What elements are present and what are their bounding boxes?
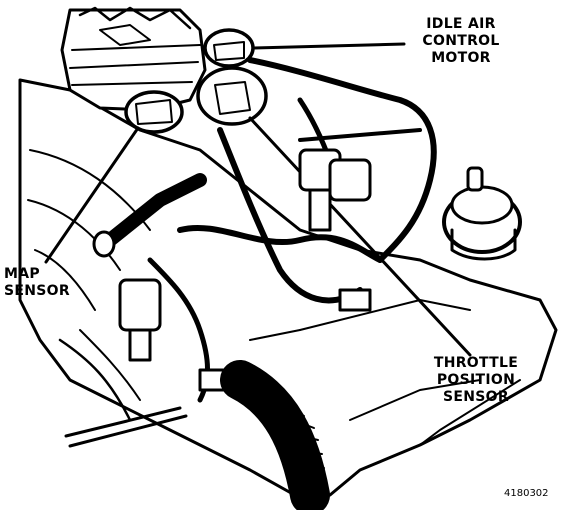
label-line: CONTROL [422,33,500,49]
label-line: SENSOR [443,389,509,405]
idle-air-control-motor [203,28,406,68]
figure-number: 4180302 [504,488,549,499]
label-line: IDLE AIR [426,16,496,32]
label-line: THROTTLE [433,355,519,371]
throttle-body [60,6,207,112]
map-sensor [44,90,184,264]
throttle-position-sensor [196,66,472,357]
label-idle-air-control-motor: IDLE AIR CONTROL MOTOR [405,16,517,67]
label-line: MAP [4,266,40,282]
label-line: MOTOR [431,50,491,66]
label-map-sensor: MAP SENSOR [4,266,86,300]
label-throttle-position-sensor: THROTTLE POSITION SENSOR [420,355,532,406]
canister-cap [442,166,522,261]
drain-tube [64,406,188,448]
injector-connectors [118,148,372,392]
vacuum-pipe [92,173,207,258]
label-line: SENSOR [4,283,70,299]
label-line: POSITION [436,372,516,388]
corrugated-hose [220,360,330,510]
engine-block [18,78,558,500]
